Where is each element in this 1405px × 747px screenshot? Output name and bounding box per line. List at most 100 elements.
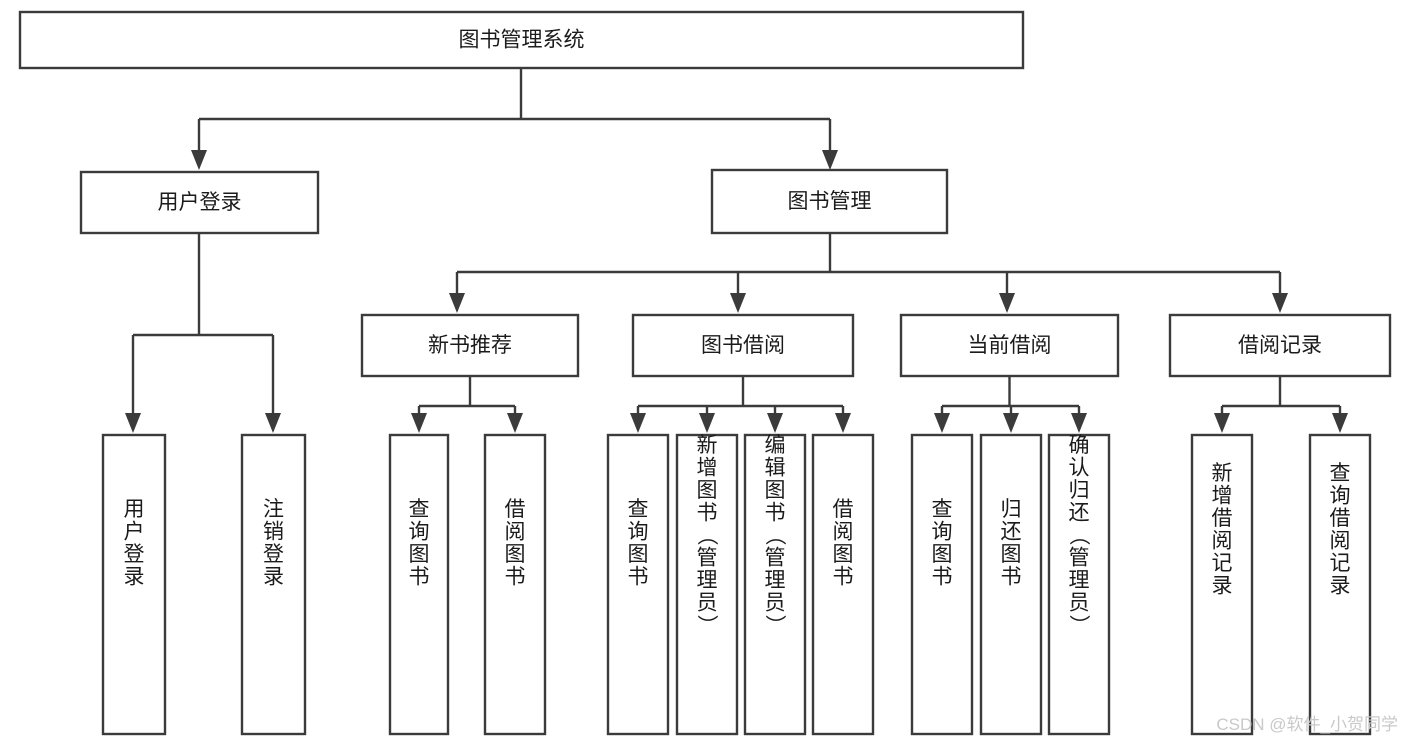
box-layer: 图书管理系统用户登录 图书管理新书推荐 图书借阅 当前借阅借阅记录: [18, 10, 1392, 378]
leaf-box: [606, 433, 670, 736]
node-label: 图书借阅: [701, 334, 785, 357]
leaf-box: [1047, 433, 1111, 736]
leaf-box: [811, 433, 875, 736]
leaf-box: [101, 433, 167, 736]
node-user-login[interactable]: 用户登录: [79, 170, 320, 235]
leaf-label-char: 书: [833, 566, 854, 589]
leaf-label-char: 员: [1069, 592, 1090, 615]
leaf-label-char: 增: [697, 457, 718, 480]
leaf-label-char: 图: [765, 479, 786, 502]
leaf-label-char: 图: [409, 543, 430, 566]
node-label: 图书管理: [788, 190, 872, 213]
leaf-label-char: 录: [124, 566, 145, 589]
leaf-label-char: 登: [263, 543, 284, 566]
arrow-head-icon: [1071, 413, 1087, 433]
leaf-box: [1190, 433, 1254, 736]
leaf-label-char: 用: [124, 498, 145, 521]
leaf-label-char: 图: [628, 543, 649, 566]
arrow-head-icon: [1272, 293, 1288, 313]
leaf-label-char: 归: [1069, 479, 1090, 502]
node-book-management[interactable]: 图书管理: [710, 168, 949, 235]
leaf-label-char: 还: [1069, 502, 1090, 525]
arrow-head-icon: [630, 413, 646, 433]
arrow-head-icon: [767, 413, 783, 433]
leaf-label-char: 书: [932, 566, 953, 589]
leaf-label-char: 员: [697, 592, 718, 615]
leaf-label-char: 查: [932, 498, 953, 521]
arrow-head-icon: [507, 413, 523, 433]
leaf-label-char: 借: [1330, 507, 1351, 530]
leaf-label-char: 借: [1212, 507, 1233, 530]
leaf-label-char: 阅: [833, 521, 854, 544]
node-root[interactable]: 图书管理系统: [18, 10, 1025, 70]
leaf-layer: 用户登录注销登录查询图书借阅图书查询图书新增图书（管理员）编辑图书（管理员）借阅…: [101, 433, 1372, 736]
leaf-label-char: 还: [1001, 521, 1022, 544]
leaf-box: [979, 433, 1043, 736]
leaf-label-char: 书: [697, 502, 718, 525]
leaf-label-char: 确: [1069, 434, 1090, 457]
leaf-label-char: 阅: [505, 521, 526, 544]
node-box: [631, 313, 855, 378]
leaf-label-char: 辑: [765, 457, 786, 480]
node-box: [899, 313, 1120, 378]
arrow-head-icon: [1332, 413, 1348, 433]
leaf-node-leaf-user-login[interactable]: 用户登录: [101, 433, 167, 736]
leaf-label-char: 户: [124, 521, 145, 544]
connector-layer: [125, 68, 1348, 433]
leaf-label-char: 理: [1069, 569, 1090, 592]
arrow-head-icon: [265, 413, 281, 433]
leaf-label-char: 理: [765, 569, 786, 592]
leaf-label-char: 录: [263, 566, 284, 589]
arrow-head-icon: [1003, 413, 1019, 433]
leaf-label-char: 书: [765, 502, 786, 525]
leaf-label-char: 录: [1330, 575, 1351, 598]
node-current-borrow[interactable]: 当前借阅: [899, 313, 1120, 378]
leaf-label-char: （: [1067, 525, 1090, 546]
leaf-label-char: 登: [124, 543, 145, 566]
leaf-label-char: ）: [763, 615, 786, 636]
node-box: [710, 168, 949, 235]
arrow-head-icon: [1214, 413, 1230, 433]
node-book-borrow[interactable]: 图书借阅: [631, 313, 855, 378]
leaf-label-char: 图: [932, 543, 953, 566]
leaf-label-char: （: [763, 525, 786, 546]
leaf-label-char: 书: [1001, 566, 1022, 589]
leaf-label-char: 借: [505, 498, 526, 521]
leaf-label-char: 管: [697, 547, 718, 570]
arrow-head-icon: [191, 150, 207, 170]
leaf-label-char: 录: [1212, 575, 1233, 598]
leaf-label-char: 新: [697, 434, 718, 457]
leaf-label-char: 查: [409, 498, 430, 521]
node-borrow-record[interactable]: 借阅记录: [1168, 313, 1392, 378]
leaf-box: [1308, 433, 1372, 736]
leaf-box: [483, 433, 547, 736]
node-box: [18, 10, 1025, 70]
leaf-label-char: 图: [505, 543, 526, 566]
leaf-label-char: 查: [628, 498, 649, 521]
node-new-book-recommend[interactable]: 新书推荐: [360, 313, 580, 378]
leaf-label-char: ）: [1067, 615, 1090, 636]
leaf-label-char: 阅: [1212, 530, 1233, 553]
arrow-head-icon: [835, 413, 851, 433]
arrow-head-icon: [699, 413, 715, 433]
csdn-watermark: CSDN @软件_小贺同学: [1216, 715, 1398, 734]
leaf-label-char: 管: [1069, 547, 1090, 570]
leaf-box: [675, 433, 739, 736]
leaf-label-char: 图: [1001, 543, 1022, 566]
leaf-label-char: 认: [1069, 457, 1090, 480]
leaf-label-char: 编: [765, 434, 786, 457]
node-box: [79, 170, 320, 235]
